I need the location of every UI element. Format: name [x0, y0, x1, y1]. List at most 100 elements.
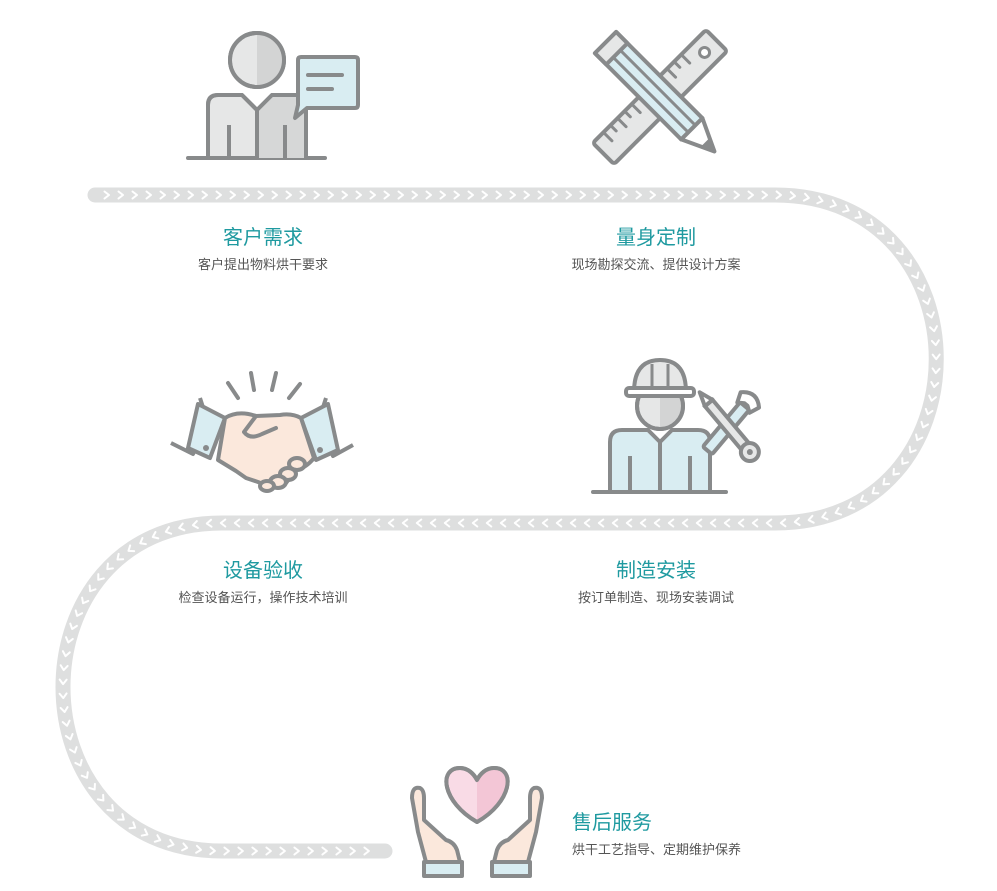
path-arrow — [215, 190, 222, 200]
path-arrow — [201, 190, 208, 200]
path-arrow — [247, 518, 255, 528]
path-arrow — [178, 522, 186, 532]
path-arrow — [233, 518, 241, 528]
path-arrow — [457, 518, 465, 528]
path-arrow — [327, 190, 334, 200]
path-arrow — [667, 518, 675, 528]
path-arrow — [167, 838, 175, 848]
step-description: 烘干工艺指导、定期维护保养 — [572, 843, 742, 858]
path-arrow — [128, 821, 137, 830]
path-arrow — [116, 552, 125, 561]
ruler-pencil-icon — [592, 29, 728, 165]
step-title: 量身定制 — [616, 225, 696, 249]
path-arrow — [127, 544, 136, 553]
path-arrow — [69, 746, 78, 754]
path-arrow — [74, 758, 83, 767]
path-arrow — [81, 596, 90, 605]
path-arrow — [593, 190, 600, 200]
path-arrow — [886, 236, 895, 245]
step-custom-design: 量身定制 现场勘探交流、提供设计方案 — [536, 224, 776, 275]
path-arrow — [928, 394, 937, 402]
path-track — [55, 187, 944, 859]
path-arrow — [929, 325, 938, 333]
path-arrow — [58, 692, 68, 700]
path-arrow — [299, 190, 306, 200]
path-arrow — [59, 664, 69, 672]
step-description: 按订单制造、现场安装调试 — [577, 591, 734, 606]
path-arrow — [807, 514, 815, 524]
path-arrow — [481, 190, 488, 200]
path-arrow — [649, 190, 656, 200]
path-arrow — [103, 190, 110, 200]
path-arrow — [271, 190, 278, 200]
path-arrow — [181, 842, 189, 852]
path-arrow — [859, 494, 868, 503]
path-arrow — [551, 190, 558, 200]
step-manufacture-install: 制造安装 按订单制造、现场安装调试 — [536, 557, 776, 608]
path-arrow — [64, 733, 74, 741]
path-arrow — [341, 190, 348, 200]
path-arrow — [911, 271, 920, 280]
path-arrow — [387, 518, 395, 528]
path-arrow — [495, 190, 502, 200]
path-arrow — [335, 846, 342, 856]
path-arrow — [425, 190, 432, 200]
path-arrow — [793, 517, 801, 527]
path-arrow — [611, 518, 619, 528]
step-title: 制造安装 — [616, 558, 696, 582]
path-arrow — [607, 190, 614, 200]
path-arrow — [922, 297, 931, 305]
path-arrow — [229, 190, 236, 200]
path-arrow — [761, 190, 768, 200]
path-arrow — [373, 518, 381, 528]
path-arrow — [930, 339, 940, 347]
path-arrow — [397, 190, 404, 200]
path-arrow — [69, 622, 78, 630]
step-title: 客户需求 — [223, 225, 303, 249]
path-arrow — [691, 190, 698, 200]
step-description: 客户提出物料烘干要求 — [197, 258, 328, 273]
path-arrow — [569, 518, 577, 528]
path-arrow — [737, 518, 745, 528]
step-title: 设备验收 — [223, 558, 303, 582]
step-title: 售后服务 — [572, 810, 652, 834]
path-arrow — [733, 190, 740, 200]
path-arrow — [80, 771, 89, 779]
path-arrow — [349, 846, 356, 856]
path-arrow — [876, 227, 885, 235]
path-arrow — [195, 844, 202, 854]
path-arrow — [896, 247, 904, 256]
path-arrow — [681, 518, 689, 528]
path-arrow — [816, 195, 824, 205]
path-arrow — [59, 706, 69, 713]
path-arrow — [117, 813, 125, 821]
path-arrow — [904, 259, 913, 267]
path-arrow — [61, 650, 71, 658]
path-arrow — [908, 445, 917, 454]
path-arrow — [709, 518, 717, 528]
path-arrow — [443, 518, 451, 528]
path-arrow — [131, 190, 138, 200]
path-arrow — [65, 636, 74, 644]
path-arrow — [237, 846, 244, 856]
path-arrow — [924, 407, 934, 416]
path-arrow — [882, 477, 891, 486]
path-arrow — [223, 846, 230, 856]
path-arrow — [209, 846, 216, 856]
path-arrow — [677, 190, 684, 200]
path-arrow — [74, 609, 84, 617]
path-arrow — [96, 793, 105, 802]
step-after-sales: 售后服务 烘干工艺指导、定期维护保养 — [572, 809, 792, 860]
path-arrow — [747, 190, 754, 200]
step-description: 现场勘探交流、提供设计方案 — [571, 258, 741, 273]
customer-speech-icon — [186, 31, 360, 160]
path-arrow — [257, 190, 264, 200]
engineer-wrench-icon — [591, 358, 762, 494]
path-arrow — [821, 511, 829, 521]
path-arrow — [331, 518, 339, 528]
path-arrow — [139, 537, 147, 546]
path-arrow — [261, 518, 269, 528]
path-arrow — [541, 518, 549, 528]
path-arrow — [401, 518, 409, 528]
